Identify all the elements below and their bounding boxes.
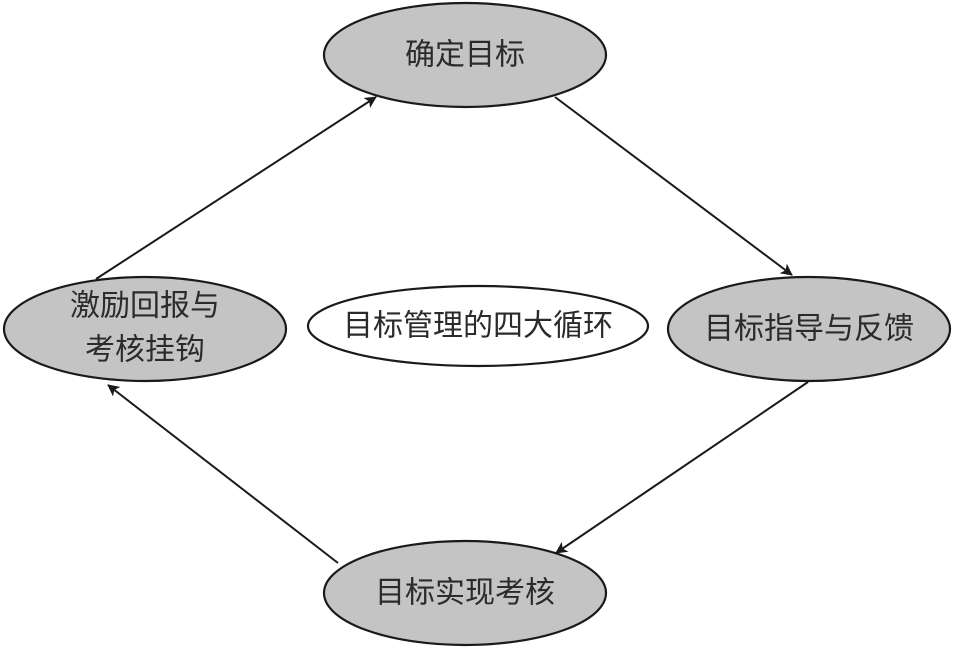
node-reward-link: 激励回报与 考核挂钩 xyxy=(2,275,288,383)
node-guidance-feedback-label: 目标指导与反馈 xyxy=(704,312,914,347)
node-set-goals-label: 确定目标 xyxy=(405,38,525,73)
edges xyxy=(95,96,809,564)
node-guidance-feedback-shape xyxy=(666,275,952,383)
node-reward-link-label-line-1: 激励回报与 xyxy=(70,289,220,324)
edge-achievement-assessment-to-reward-link xyxy=(107,384,339,564)
node-reward-link-label-line-2: 考核挂钩 xyxy=(85,333,205,368)
node-achievement-assessment-shape xyxy=(322,539,608,647)
node-achievement-assessment: 目标实现考核 xyxy=(322,539,608,647)
node-achievement-assessment-label: 目标实现考核 xyxy=(375,576,555,611)
node-reward-link-shape xyxy=(2,275,288,383)
center-label-shape xyxy=(306,284,650,368)
center-label-text: 目标管理的四大循环 xyxy=(343,309,613,344)
node-set-goals-shape xyxy=(322,1,608,109)
node-set-goals: 确定目标 xyxy=(322,1,608,109)
edge-guidance-feedback-to-achievement-assessment xyxy=(555,381,809,554)
edge-reward-link-to-set-goals xyxy=(95,96,377,280)
node-guidance-feedback: 目标指导与反馈 xyxy=(666,275,952,383)
center-label: 目标管理的四大循环 xyxy=(306,284,650,368)
edge-set-goals-to-guidance-feedback xyxy=(554,96,793,276)
